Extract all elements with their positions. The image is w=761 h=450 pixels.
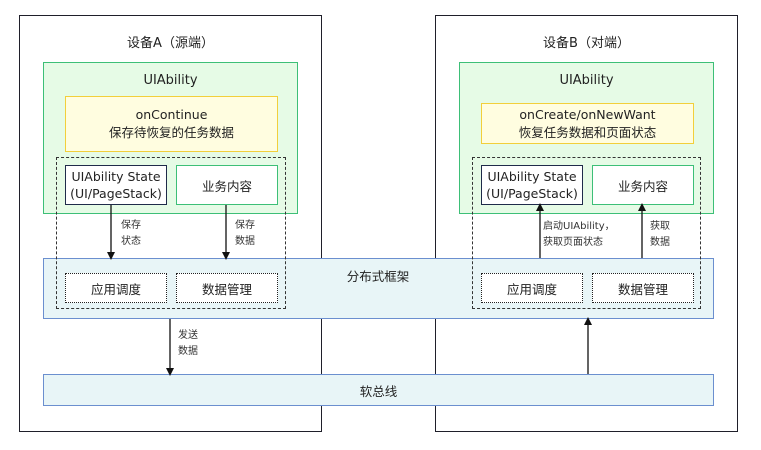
device-b-callback-box: onCreate/onNewWant 恢复任务数据和页面状态: [481, 103, 694, 144]
device-b-callback-desc: 恢复任务数据和页面状态: [518, 124, 657, 140]
label-save-state: 保存 状态: [121, 218, 141, 250]
device-b-data-management-label: 数据管理: [617, 281, 668, 297]
label-send-data-line1: 发送: [178, 330, 198, 341]
device-b-dashed-group: [472, 157, 701, 309]
device-b-app-dispatch: 应用调度: [481, 273, 583, 303]
device-a-data-management: 数据管理: [176, 273, 278, 303]
label-save-state-line2: 状态: [121, 236, 141, 247]
device-b-state-line2: (UI/PageStack): [486, 186, 578, 201]
device-a-data-management-label: 数据管理: [201, 281, 252, 297]
device-b-uiability-title: UIAbility: [559, 73, 614, 88]
device-a-uiability-title: UIAbility: [143, 73, 198, 88]
device-b-state-box: UIAbility State (UI/PageStack): [481, 165, 583, 205]
device-a-callback-desc: 保存待恢复的任务数据: [108, 125, 234, 140]
device-b-title: 设备B（对端）: [543, 36, 630, 51]
label-send-data: 发送 数据: [178, 328, 198, 360]
label-start-ability-line1: 启动UIAbility，: [543, 221, 615, 232]
soft-bus-label: 软总线: [359, 383, 398, 399]
device-a-app-dispatch-label: 应用调度: [90, 281, 141, 297]
label-start-ability-line2: 获取页面状态: [543, 237, 603, 248]
device-a-dashed-group: [56, 157, 286, 309]
device-b-state-line1: UIAbility State: [487, 169, 577, 184]
device-a-state-line1: UIAbility State: [71, 169, 161, 184]
device-a-business-box: 业务内容: [176, 165, 278, 205]
label-save-state-line1: 保存: [121, 220, 141, 231]
device-b-business-label: 业务内容: [617, 178, 668, 194]
device-b-callback-name: onCreate/onNewWant: [519, 106, 656, 122]
label-save-data-line1: 保存: [235, 220, 255, 231]
soft-bus: 软总线: [43, 374, 714, 406]
device-a-state-box: UIAbility State (UI/PageStack): [65, 165, 167, 205]
device-a-callback-box: onContinue 保存待恢复的任务数据: [65, 96, 278, 152]
device-a-callback-name: onContinue: [135, 107, 208, 122]
distributed-framework-label: 分布式框架: [346, 269, 410, 284]
device-a-title: 设备A（源端）: [127, 36, 214, 51]
label-get-data: 获取 数据: [650, 219, 670, 251]
label-get-data-line1: 获取: [650, 221, 670, 232]
label-start-ability: 启动UIAbility， 获取页面状态: [543, 219, 615, 251]
label-save-data: 保存 数据: [235, 218, 255, 250]
label-send-data-line2: 数据: [178, 346, 198, 357]
device-a-state-line2: (UI/PageStack): [70, 186, 162, 201]
device-a-business-label: 业务内容: [201, 178, 252, 194]
device-b-business-box: 业务内容: [592, 165, 694, 205]
device-b-data-management: 数据管理: [592, 273, 694, 303]
device-b-app-dispatch-label: 应用调度: [506, 281, 557, 297]
label-save-data-line2: 数据: [235, 236, 255, 247]
label-get-data-line2: 数据: [650, 237, 670, 248]
device-a-app-dispatch: 应用调度: [65, 273, 167, 303]
